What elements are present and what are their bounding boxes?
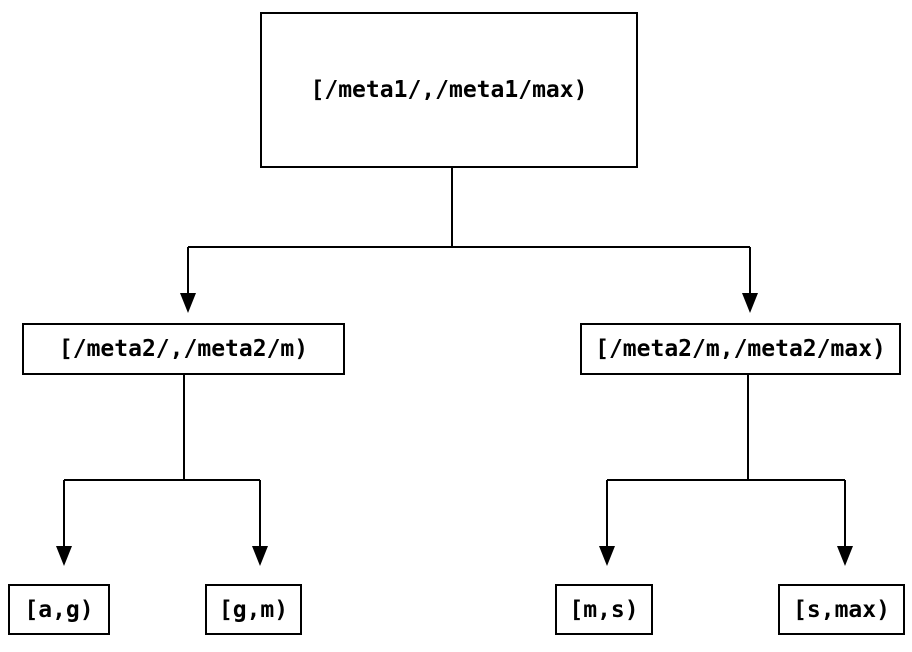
node-leaf-gm-label: [g,m): [218, 596, 289, 623]
node-leaf-ms: [m,s): [555, 584, 653, 635]
node-leaf-ag-label: [a,g): [24, 596, 94, 623]
node-leaf-ag: [a,g): [8, 584, 110, 635]
node-leaf-gm: [g,m): [205, 584, 302, 635]
arrowhead-leaf-gm: [252, 546, 268, 566]
node-leaf-smax-label: [s,max): [793, 596, 890, 623]
arrowhead-child-right: [742, 293, 758, 313]
node-meta2-left: [/meta2/,/meta2/m): [22, 323, 345, 375]
node-root: [/meta1/,/meta1/max): [260, 12, 638, 168]
arrowhead-child-left: [180, 293, 196, 313]
arrowhead-leaf-ms: [599, 546, 615, 566]
node-meta2-right: [/meta2/m,/meta2/max): [580, 323, 901, 375]
node-meta2-right-label: [/meta2/m,/meta2/max): [595, 336, 886, 362]
node-meta2-left-label: [/meta2/,/meta2/m): [58, 336, 309, 362]
arrowhead-leaf-ag: [56, 546, 72, 566]
node-leaf-smax: [s,max): [778, 584, 905, 635]
node-root-label: [/meta1/,/meta1/max): [310, 77, 588, 103]
arrowhead-leaf-smax: [837, 546, 853, 566]
node-leaf-ms-label: [m,s): [569, 596, 639, 623]
